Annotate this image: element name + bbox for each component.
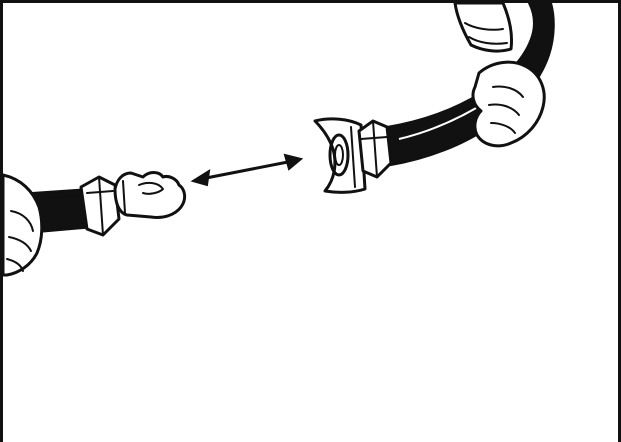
- left-hex-nut: [81, 177, 119, 235]
- left-hand-icon: [3, 175, 42, 275]
- right-hex-nut: [359, 121, 391, 177]
- male-coupling-icon: [115, 173, 185, 218]
- double-arrow-icon: [193, 155, 301, 185]
- female-coupling-icon: [315, 119, 365, 192]
- hose-coupling-illustration: .ink { stroke: #111; stroke-width: 3; fi…: [3, 3, 621, 442]
